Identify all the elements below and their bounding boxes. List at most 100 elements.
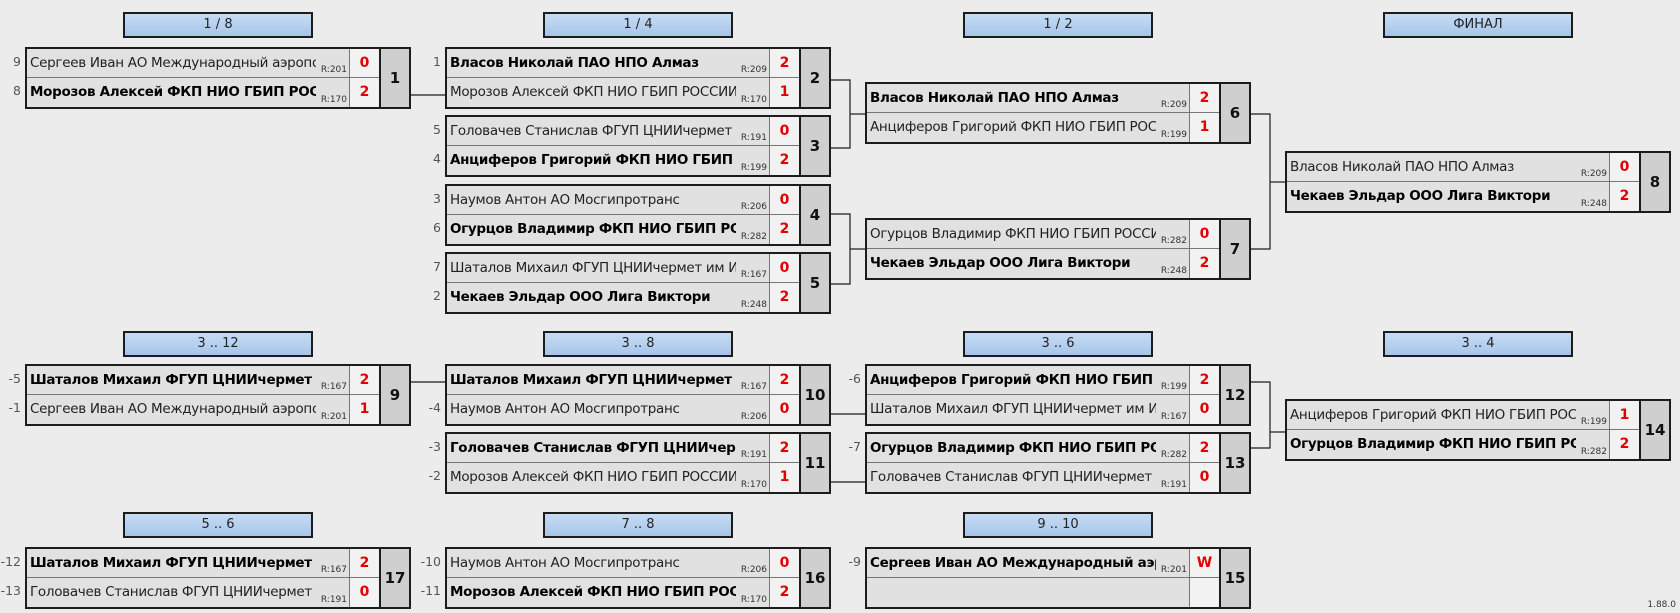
round-header-h38: 3 .. 8 (543, 331, 733, 357)
player-row[interactable]: Шаталов Михаил ФГУП ЦНИИчермет им И.П.R:… (867, 395, 1189, 424)
match-3[interactable]: Головачев Станислав ФГУП ЦНИИчермет им И… (445, 115, 831, 177)
player-name: Морозов Алексей ФКП НИО ГБИП РОССИИ (450, 84, 736, 100)
player-rating: R:282 (739, 232, 767, 242)
player-row[interactable]: Шаталов Михаил ФГУП ЦНИИчермет им И.П.R:… (27, 549, 349, 578)
player-score: 2 (1189, 249, 1219, 278)
player-name: Головачев Станислав ФГУП ЦНИИчермет им И… (450, 123, 736, 139)
player-seed: -2 (428, 468, 441, 483)
match-5[interactable]: Шаталов Михаил ФГУП ЦНИИчермет им И.П.R:… (445, 252, 831, 314)
player-row[interactable]: Анциферов Григорий ФКП НИО ГБИП РОССИИR:… (867, 366, 1189, 395)
match-11[interactable]: Головачев Станислав ФГУП ЦНИИчермет им И… (445, 432, 831, 494)
player-name: Шаталов Михаил ФГУП ЦНИИчермет им И.П. (450, 260, 736, 276)
player-row[interactable]: Головачев Станислав ФГУП ЦНИИчермет им И… (447, 434, 769, 463)
player-row[interactable]: Огурцов Владимир ФКП НИО ГБИП РОССИИR:28… (867, 434, 1189, 463)
match-number: 15 (1219, 549, 1249, 607)
player-name: Огурцов Владимир ФКП НИО ГБИП РОССИИ (450, 221, 736, 237)
player-name: Власов Николай ПАО НПО Алмаз (450, 55, 699, 71)
player-row[interactable]: Огурцов Владимир ФКП НИО ГБИП РОССИИR:28… (1287, 430, 1609, 459)
player-name: Сергеев Иван АО Международный аэропорт (30, 401, 316, 417)
player-name: Головачев Станислав ФГУП ЦНИИчермет им И… (450, 440, 736, 456)
round-header-h36: 3 .. 6 (963, 331, 1153, 357)
player-rating: R:248 (1159, 266, 1187, 276)
match-14[interactable]: Анциферов Григорий ФКП НИО ГБИП РОССИИ R:… (1285, 399, 1671, 461)
player-name: Сергеев Иван АО Международный аэропорт (870, 555, 1156, 571)
player-rating: R:191 (1159, 480, 1187, 490)
player-rating: R:199 (1159, 382, 1187, 392)
match-9[interactable]: Шаталов Михаил ФГУП ЦНИИчермет им И.П.R:… (25, 364, 411, 426)
player-seed: -12 (0, 554, 21, 569)
match-number: 5 (799, 254, 829, 312)
player-row[interactable]: Головачев Станислав ФГУП ЦНИИчермет им И… (447, 117, 769, 146)
player-name: Шаталов Михаил ФГУП ЦНИИчермет им И.П. (30, 555, 316, 571)
player-rating: R:282 (1579, 447, 1607, 457)
match-13[interactable]: Огурцов Владимир ФКП НИО ГБИП РОССИИR:28… (865, 432, 1251, 494)
player-row[interactable]: Шаталов Михаил ФГУП ЦНИИчермет им И.П.R:… (447, 366, 769, 395)
match-number: 13 (1219, 434, 1249, 492)
player-name: Огурцов Владимир ФКП НИО ГБИП РОССИИ (1290, 436, 1576, 452)
match-number: 3 (799, 117, 829, 175)
player-row[interactable]: Анциферов Григорий ФКП НИО ГБИП РОССИИR:… (447, 146, 769, 175)
round-header-h78: 7 .. 8 (543, 512, 733, 538)
match-10[interactable]: Шаталов Михаил ФГУП ЦНИИчермет им И.П.R:… (445, 364, 831, 426)
player-row[interactable]: Сергеев Иван АО Международный аэропортR:… (867, 549, 1189, 578)
player-name: Морозов Алексей ФКП НИО ГБИП РОССИИ (30, 84, 316, 100)
player-row[interactable] (867, 578, 1189, 607)
round-header-h14: 1 / 4 (543, 12, 733, 38)
match-number: 2 (799, 49, 829, 107)
player-row[interactable]: Головачев Станислав ФГУП ЦНИИчермет им И… (867, 463, 1189, 492)
player-score: 0 (349, 578, 379, 607)
player-row[interactable]: Шаталов Михаил ФГУП ЦНИИчермет им И.П.R:… (27, 366, 349, 395)
player-score: 2 (769, 366, 799, 395)
player-name: Анциферов Григорий ФКП НИО ГБИП РОССИИ (1290, 407, 1576, 423)
player-rating: R:201 (1159, 565, 1187, 575)
match-12[interactable]: Анциферов Григорий ФКП НИО ГБИП РОССИИR:… (865, 364, 1251, 426)
player-name: Огурцов Владимир ФКП НИО ГБИП РОССИИ (870, 440, 1156, 456)
match-number: 9 (379, 366, 409, 424)
player-seed: 3 (433, 191, 441, 206)
player-seed: -6 (848, 371, 861, 386)
player-score: 2 (1609, 430, 1639, 459)
player-seed: 4 (433, 151, 441, 166)
player-score: 2 (1189, 434, 1219, 463)
round-header-h312: 3 .. 12 (123, 331, 313, 357)
player-name: Чекаев Эльдар ООО Лига Виктори (1290, 188, 1551, 204)
player-score: 2 (1189, 366, 1219, 395)
player-row[interactable]: Шаталов Михаил ФГУП ЦНИИчермет им И.П.R:… (447, 254, 769, 283)
player-rating: R:167 (739, 382, 767, 392)
round-header-h18: 1 / 8 (123, 12, 313, 38)
player-rating: R:206 (739, 412, 767, 422)
player-row[interactable]: Головачев Станислав ФГУП ЦНИИчермет им И… (27, 578, 349, 607)
match-number: 16 (799, 549, 829, 607)
match-15[interactable]: Сергеев Иван АО Международный аэропортR:… (865, 547, 1251, 609)
player-rating: R:282 (1159, 236, 1187, 246)
player-name: Чекаев Эльдар ООО Лига Виктори (450, 289, 711, 305)
match-17[interactable]: Шаталов Михаил ФГУП ЦНИИчермет им И.П.R:… (25, 547, 411, 609)
player-rating: R:167 (1159, 412, 1187, 422)
player-row[interactable]: Огурцов Владимир ФКП НИО ГБИП РОССИИR:28… (447, 215, 769, 244)
